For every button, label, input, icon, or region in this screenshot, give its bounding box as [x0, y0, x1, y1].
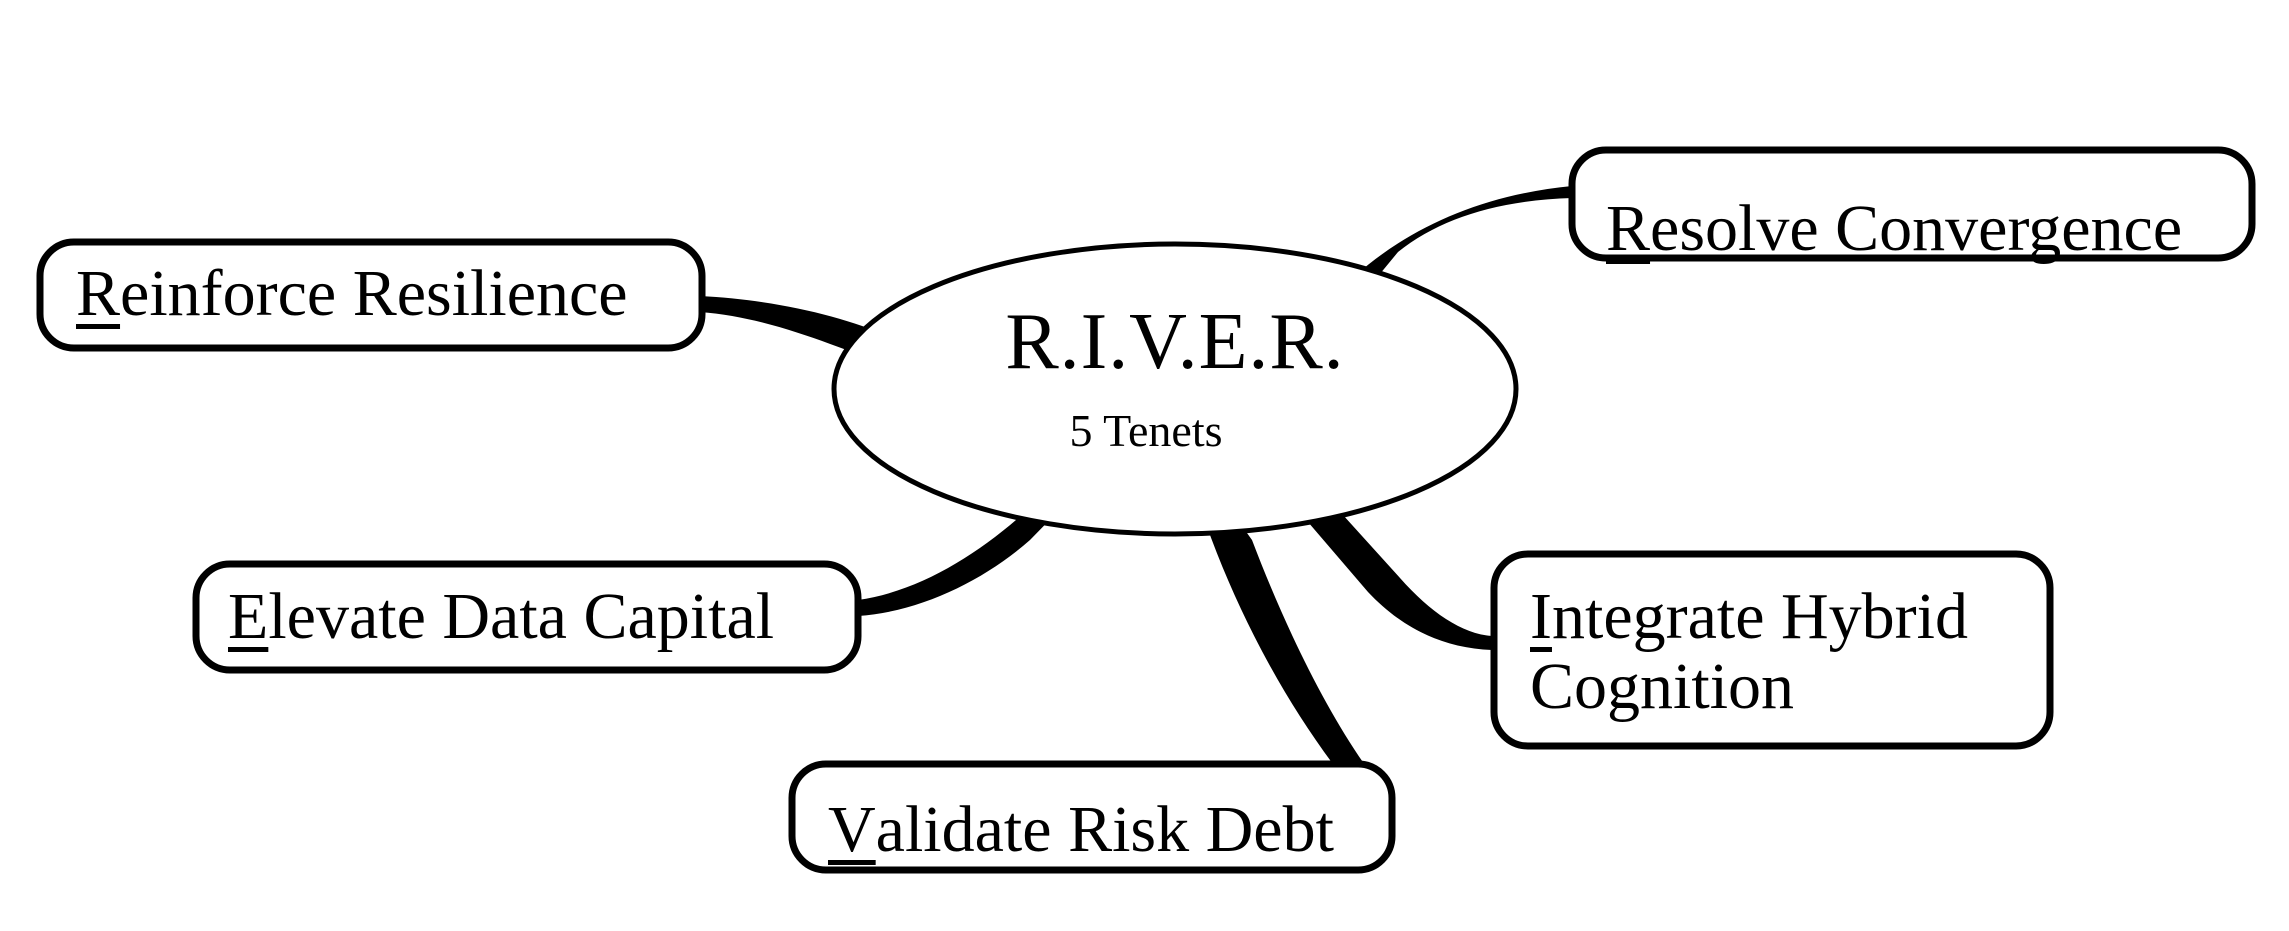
- node-box-resolve-convergence[interactable]: [1568, 146, 2256, 262]
- node-box-validate-risk-debt[interactable]: [788, 760, 1396, 874]
- connector-validate-risk-debt: [1206, 512, 1392, 812]
- center-ellipse[interactable]: [831, 241, 1519, 537]
- node-box-elevate-data-capital[interactable]: [192, 560, 862, 674]
- node-box-reinforce-resilience[interactable]: [36, 238, 706, 352]
- node-box-integrate-hybrid-cognition[interactable]: [1490, 550, 2054, 750]
- connector-integrate-hybrid-cognition: [1296, 494, 1492, 650]
- node-box-group: [36, 146, 2256, 874]
